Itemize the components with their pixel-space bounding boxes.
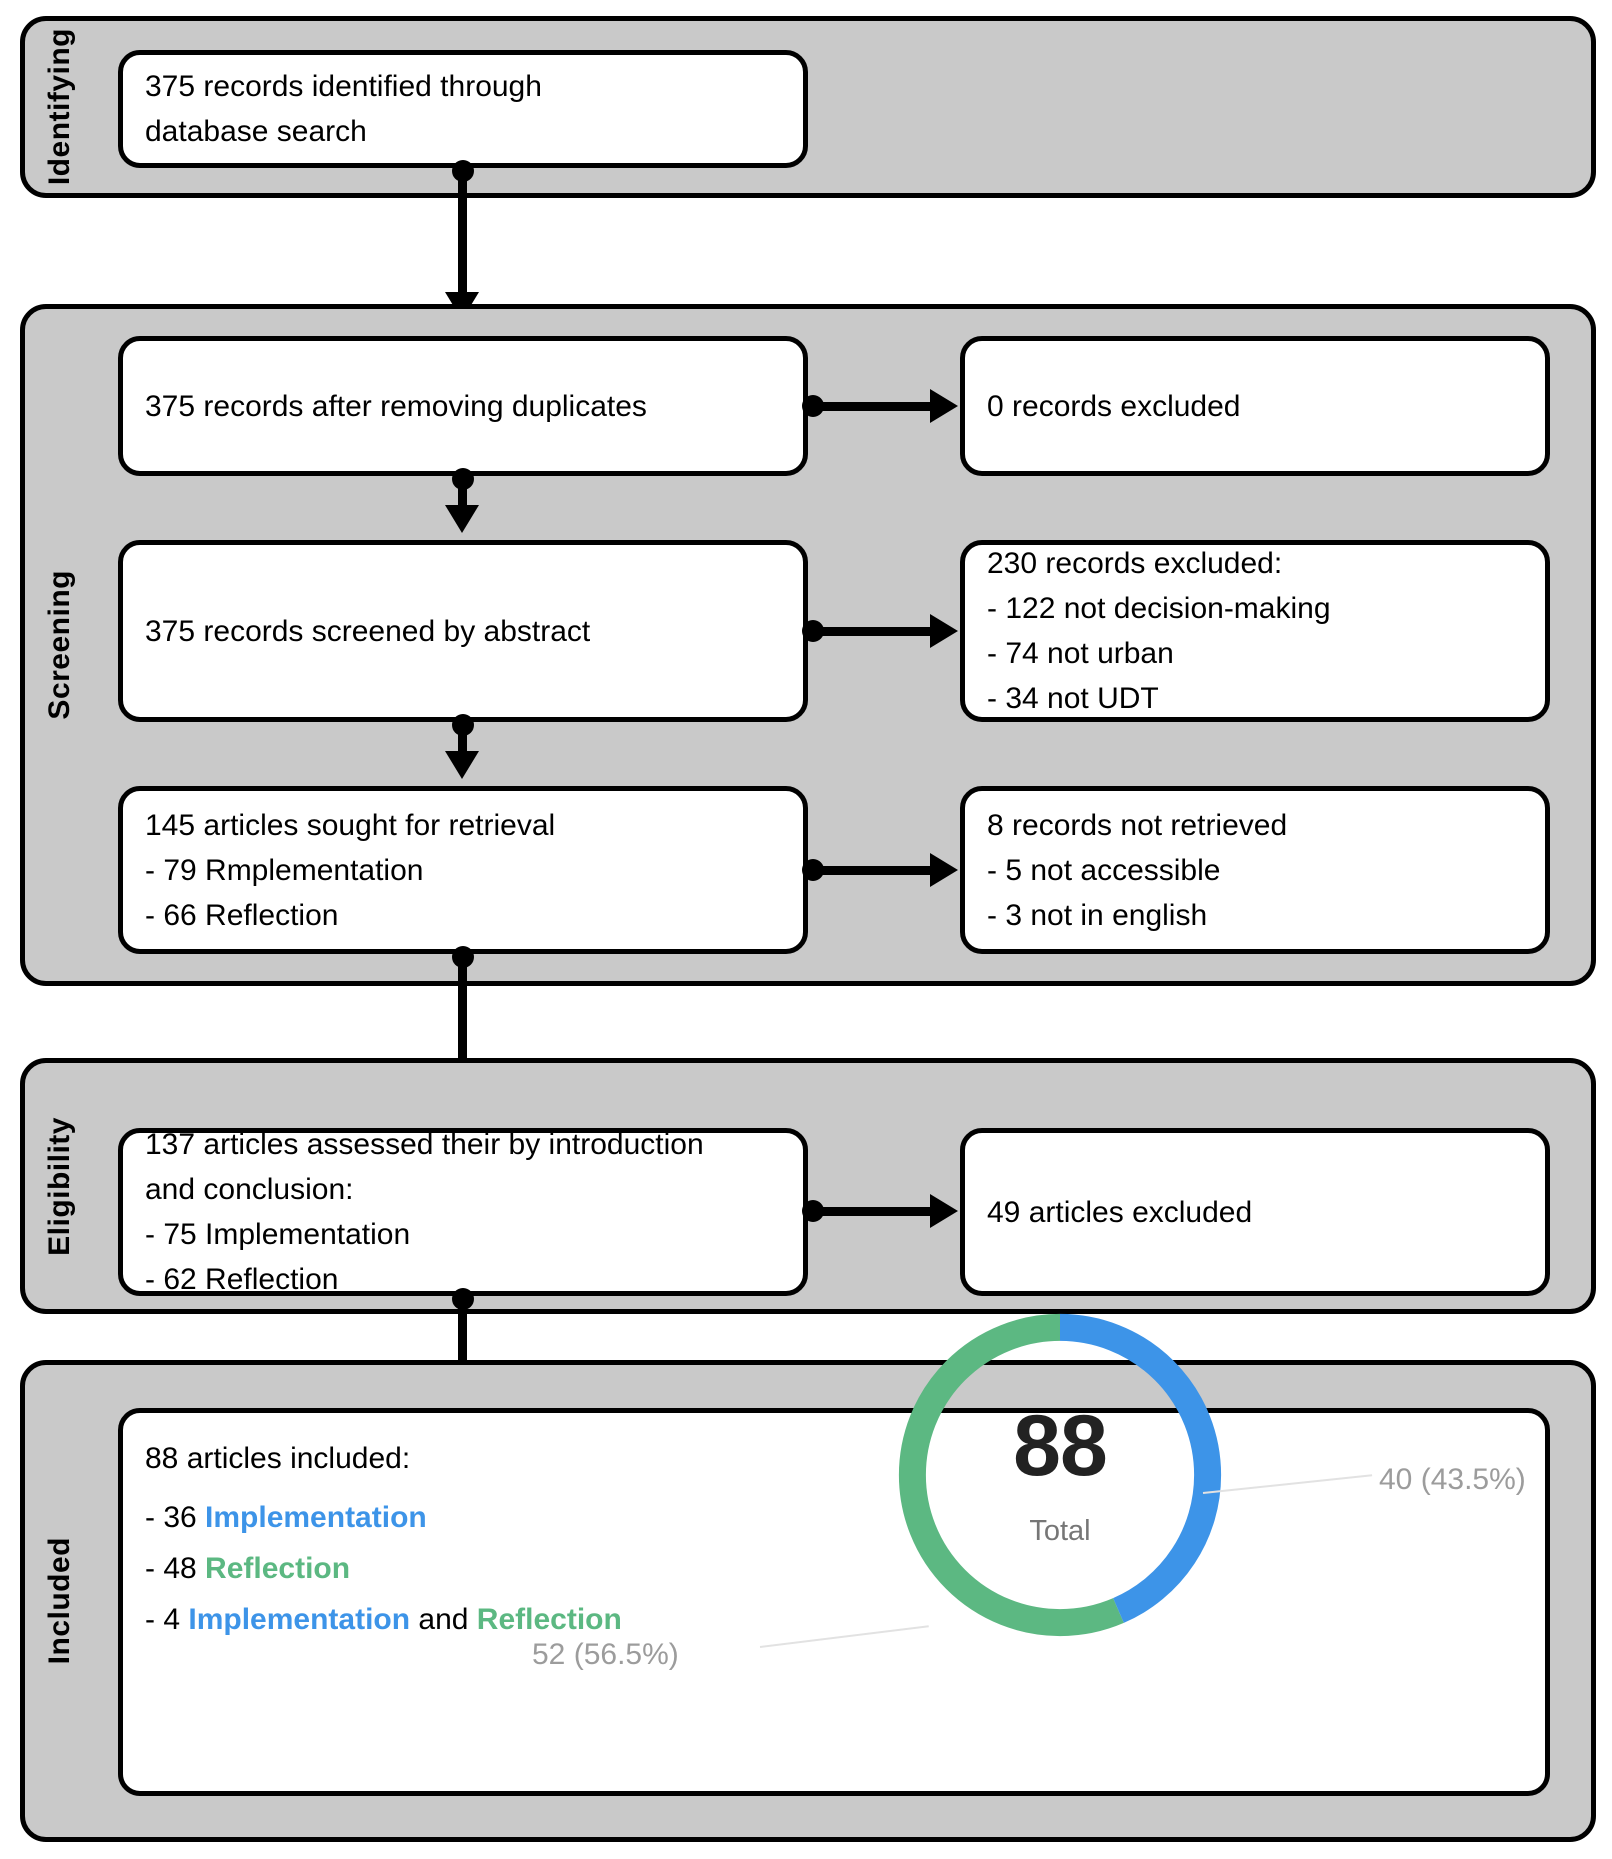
arrow-shaft <box>458 474 467 512</box>
box-line: - 74 not urban <box>987 637 1174 670</box>
arrow-head-down-icon <box>445 505 479 533</box>
arrow-shaft <box>458 952 467 1102</box>
donut-chart: 88 Total <box>880 1295 1240 1655</box>
donut-label-implementation: 40 (43.5%) <box>1379 1463 1526 1496</box>
donut-chart-svg <box>898 1313 1222 1637</box>
included-item-prefix: - 4 <box>145 1603 189 1636</box>
box-articles-excluded-eligibility: 49 articles excluded <box>960 1128 1550 1296</box>
box-records-screened-abstract: 375 records screened by abstract <box>118 540 808 722</box>
box-line: - 75 Implementation <box>145 1218 411 1251</box>
arrow-head-down-icon <box>445 751 479 779</box>
box-line: 8 records not retrieved <box>987 808 1288 842</box>
included-item: - 48 Reflection <box>145 1549 1523 1588</box>
arrow-shaft <box>458 1294 467 1406</box>
box-line: 0 records excluded <box>987 389 1241 423</box>
box-records-not-retrieved: 8 records not retrieved - 5 not accessib… <box>960 786 1550 954</box>
box-records-excluded-abstract: 230 records excluded: - 122 not decision… <box>960 540 1550 722</box>
box-line: - 3 not in english <box>987 898 1208 932</box>
reflection-tag: Reflection <box>476 1603 622 1636</box>
box-line: 145 articles sought for retrieval <box>145 808 556 842</box>
box-line: 375 records identified through <box>145 70 542 103</box>
box-line: 375 records screened by abstract <box>145 614 591 648</box>
donut-label-reflection: 52 (56.5%) <box>532 1638 679 1671</box>
box-line: - 34 not UDT <box>987 682 1159 715</box>
included-item: - 4 Implementation and Reflection <box>145 1600 1523 1639</box>
box-line: - 66 Reflection <box>145 898 339 932</box>
box-line: 230 records excluded: <box>987 547 1283 580</box>
box-articles-assessed: 137 articles assessed their by introduct… <box>118 1128 808 1296</box>
box-line: and conclusion: <box>145 1173 354 1206</box>
donut-slice-implementation <box>898 1313 1222 1637</box>
implementation-tag: Implementation <box>188 1603 411 1636</box>
arrow-shaft <box>810 402 932 411</box>
included-item-prefix: - 36 <box>145 1501 206 1534</box>
arrow-head-right-icon <box>930 853 958 887</box>
box-articles-sought-retrieval: 145 articles sought for retrieval - 79 R… <box>118 786 808 954</box>
box-articles-included: 88 articles included: - 36 Implementatio… <box>118 1408 1550 1796</box>
included-item-conjunction: and <box>410 1603 477 1636</box>
arrow-shaft <box>458 720 467 758</box>
box-line: 49 articles excluded <box>987 1195 1253 1229</box>
box-line: - 122 not decision-making <box>987 592 1331 625</box>
arrow-head-right-icon <box>930 1194 958 1228</box>
box-line: - 79 Rmplementation <box>145 853 424 887</box>
box-records-excluded-duplicates: 0 records excluded <box>960 336 1550 476</box>
arrow-head-right-icon <box>930 389 958 423</box>
box-line: - 62 Reflection <box>145 1263 339 1296</box>
box-records-identified: 375 records identified through database … <box>118 50 808 168</box>
arrow-shaft <box>810 1207 932 1216</box>
arrow-shaft <box>810 627 932 636</box>
reflection-tag: Reflection <box>205 1552 351 1585</box>
arrow-shaft <box>458 166 467 298</box>
arrow-shaft <box>810 866 932 875</box>
box-line: - 5 not accessible <box>987 853 1221 887</box>
implementation-tag: Implementation <box>205 1501 427 1534</box>
arrow-head-right-icon <box>930 614 958 648</box>
box-records-after-duplicates: 375 records after removing duplicates <box>118 336 808 476</box>
included-item: - 36 Implementation <box>145 1498 1523 1537</box>
box-line: 137 articles assessed their by introduct… <box>145 1128 704 1161</box>
box-line: 375 records after removing duplicates <box>145 389 647 423</box>
included-heading: 88 articles included: <box>145 1442 411 1475</box>
box-line: database search <box>145 115 367 148</box>
included-item-prefix: - 48 <box>145 1552 206 1585</box>
